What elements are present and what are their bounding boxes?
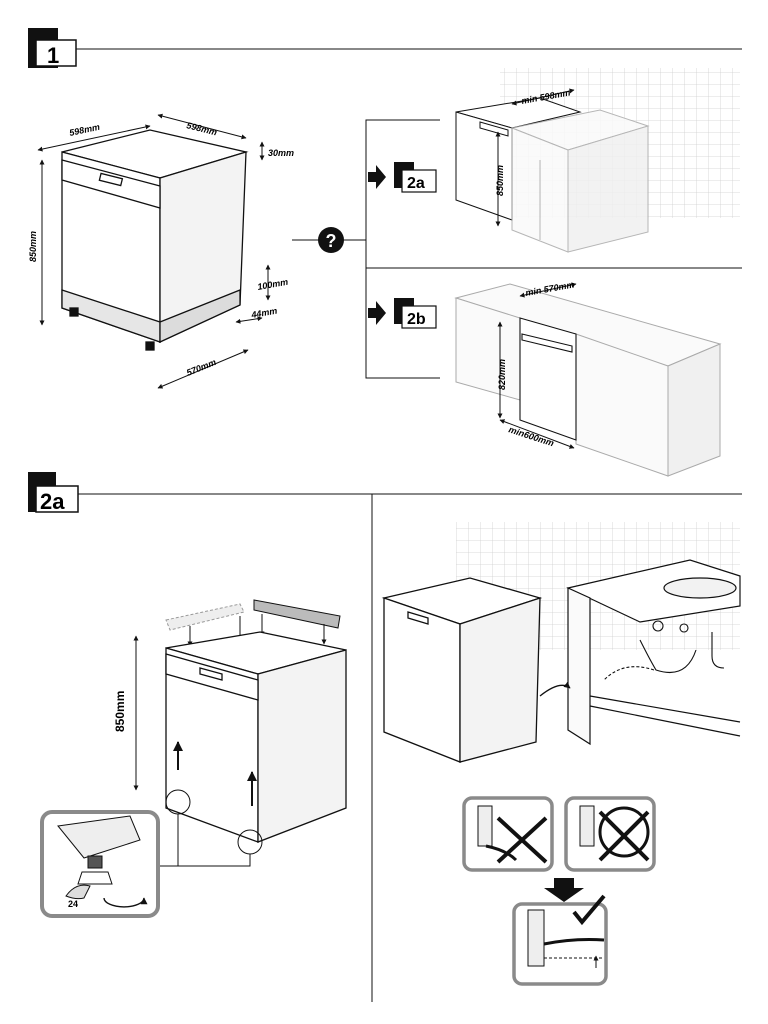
option-2b-arrow-icon: [368, 301, 386, 325]
step-2a-label: 2a: [40, 489, 65, 514]
cross-icon: [496, 816, 548, 864]
option-2a-badge: 2a: [394, 162, 437, 193]
option-2a-height: 850mm: [495, 165, 505, 196]
option-2b-figure: 820mm min 570mm min600mm: [454, 280, 722, 477]
cross-icon: [598, 810, 650, 862]
svg-text:2a: 2a: [407, 175, 425, 192]
foot-adjust-inset: 24: [40, 810, 160, 918]
hose-correct-inset: [512, 894, 608, 986]
dim-depth: 570mm: [185, 357, 218, 378]
dim-width-left: 598mm: [68, 122, 100, 138]
svg-text:2b: 2b: [407, 311, 426, 328]
install-height: 850mm: [113, 691, 127, 732]
option-2a-arrow-icon: [368, 165, 386, 189]
hose-wrong-1-inset: [462, 796, 554, 872]
decision-bracket: [365, 119, 440, 379]
question-icon: ?: [318, 227, 344, 253]
option-2a-figure: 850mm min 598mm: [455, 68, 740, 253]
install-right-figure: [381, 522, 741, 763]
step-1-badge: 1: [28, 28, 77, 68]
dim-width-top: 598mm: [186, 120, 219, 137]
step-1-label: 1: [47, 43, 59, 68]
dim-top-thickness: 30mm: [268, 148, 294, 158]
dim-plinth-depth: 44mm: [250, 306, 278, 321]
wrench-size: 24: [68, 899, 78, 909]
down-arrow-icon: [544, 878, 584, 902]
check-icon: [572, 894, 606, 926]
dim-height: 850mm: [28, 231, 38, 262]
install-left-figure: 850mm: [113, 599, 347, 867]
option-2b-height: 820mm: [497, 359, 507, 390]
dimension-lines-1: [37, 113, 271, 389]
option-2b-badge: 2b: [394, 298, 437, 329]
rotate-arrow-icon: [103, 897, 148, 908]
dim-plinth-height: 100mm: [257, 277, 289, 292]
svg-text:?: ?: [326, 231, 337, 251]
dishwasher-dimensions-figure: [61, 129, 249, 351]
step-2a-badge: 2a: [28, 472, 79, 514]
hose-wrong-2-inset: [564, 796, 656, 872]
